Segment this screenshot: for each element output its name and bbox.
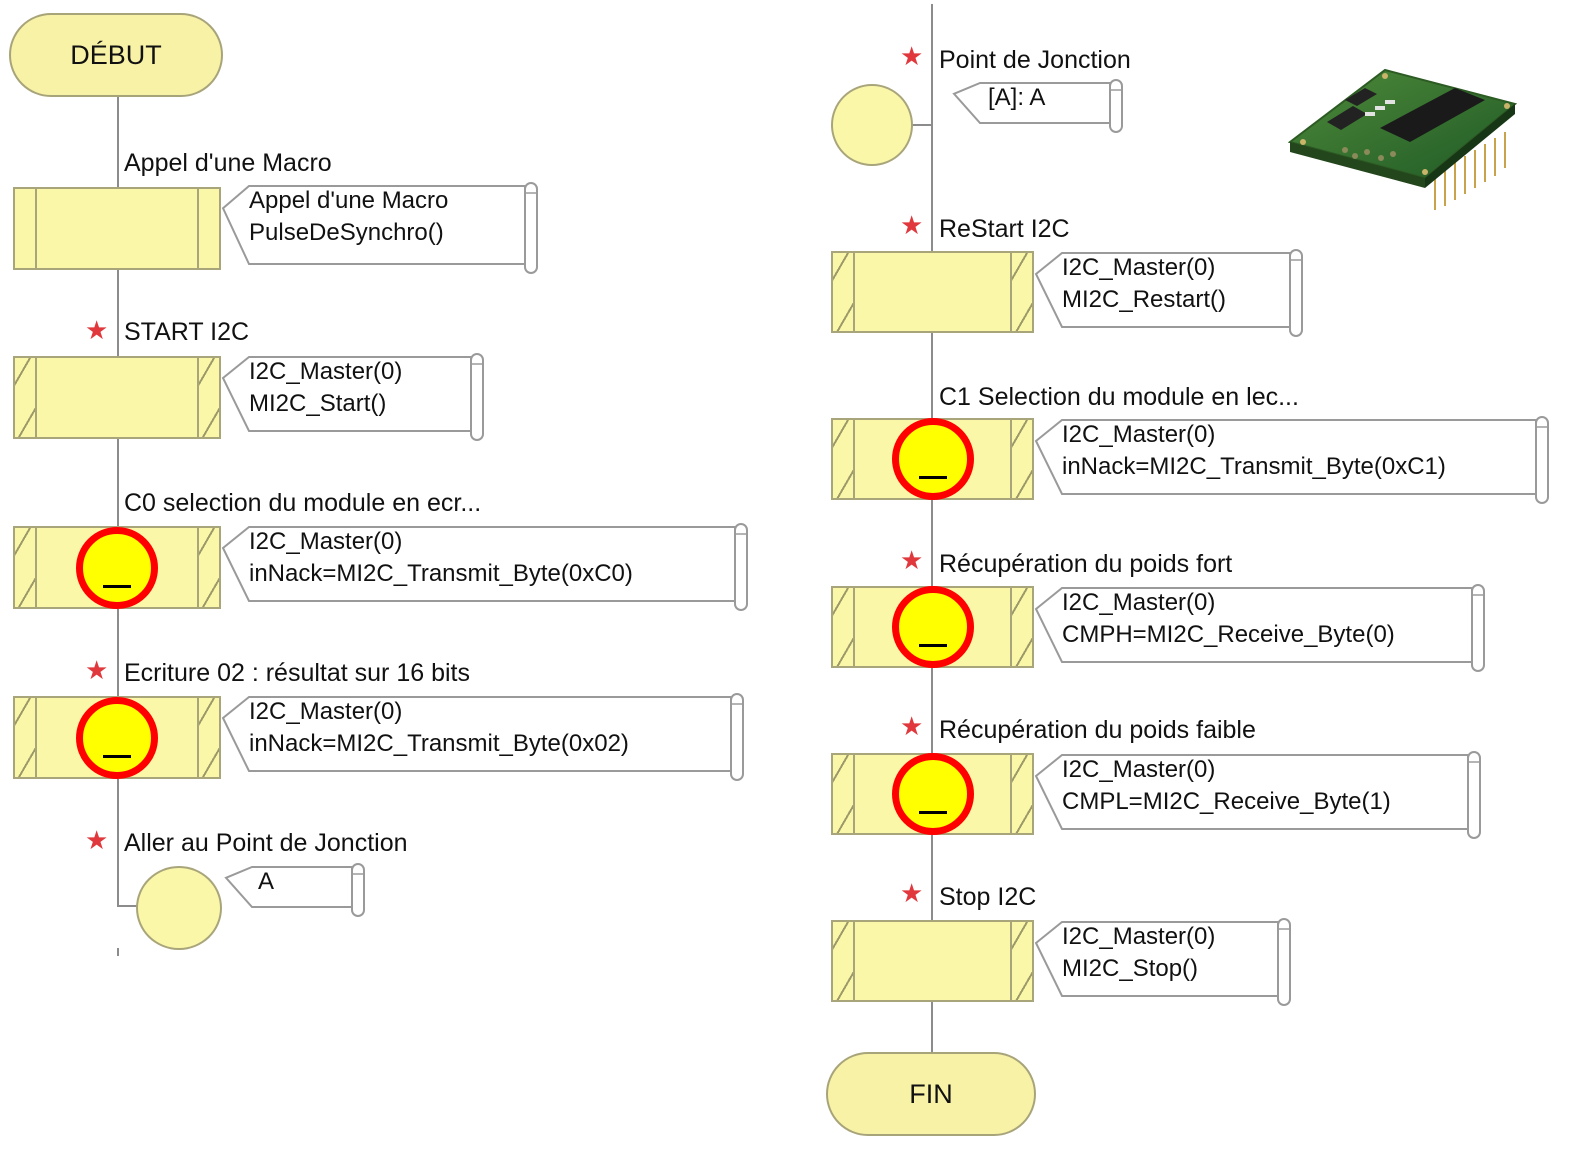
callout: [A]: A	[952, 79, 1123, 133]
end-label: FIN	[909, 1078, 953, 1109]
end-terminal[interactable]: FIN	[826, 1052, 1036, 1136]
junction-title: Point de Jonction	[939, 46, 1131, 74]
component-block[interactable]	[13, 696, 221, 779]
circuit-board-image	[1287, 68, 1518, 210]
breakpoint-icon[interactable]	[891, 418, 974, 500]
star-icon: ★	[900, 878, 924, 908]
callout: I2C_Master(0)inNack=MI2C_Transmit_Byte(0…	[221, 523, 748, 611]
callout-shape	[221, 693, 744, 781]
star-icon: ★	[900, 41, 924, 71]
breakpoint-icon[interactable]	[76, 696, 158, 779]
component-block[interactable]	[13, 526, 221, 609]
step-title: ReStart I2C	[939, 215, 1070, 243]
callout: I2C_Master(0)MI2C_Restart()	[1034, 249, 1303, 337]
component-block[interactable]	[831, 418, 1034, 500]
step-title: Ecriture 02 : résultat sur 16 bits	[124, 659, 470, 687]
callout-shape	[221, 353, 484, 441]
flow-line-left-tail	[117, 948, 119, 956]
callout-shape	[1034, 751, 1481, 839]
callout: A	[224, 863, 365, 917]
flow-line-right	[931, 4, 933, 1054]
goto-title: Aller au Point de Jonction	[124, 829, 408, 857]
callout-shape	[221, 182, 538, 274]
callout-shape	[1034, 918, 1291, 1006]
flow-line-left-goto	[117, 905, 139, 907]
step-title: C1 Selection du module en lec...	[939, 383, 1299, 411]
callout-shape	[1034, 584, 1485, 672]
flow-line-left	[117, 94, 119, 906]
star-icon: ★	[85, 655, 109, 685]
goto-connector[interactable]	[136, 866, 222, 950]
star-icon: ★	[900, 545, 924, 575]
callout: I2C_Master(0)inNack=MI2C_Transmit_Byte(0…	[1034, 416, 1549, 504]
callout-shape	[221, 523, 748, 611]
breakpoint-icon[interactable]	[891, 586, 974, 668]
star-icon: ★	[900, 711, 924, 741]
component-block[interactable]	[831, 586, 1034, 668]
start-terminal[interactable]: DÉBUT	[9, 13, 223, 97]
callout-shape	[224, 863, 365, 917]
component-block[interactable]	[13, 356, 221, 439]
callout-shape	[1034, 416, 1549, 504]
component-block[interactable]	[831, 251, 1034, 333]
step-title: Appel d'une Macro	[124, 149, 332, 177]
flow-line-right-junction	[910, 124, 932, 126]
macro-call-block[interactable]	[13, 187, 221, 270]
star-icon: ★	[85, 315, 109, 345]
callout-shape	[1034, 249, 1303, 337]
callout: I2C_Master(0)MI2C_Start()	[221, 353, 484, 441]
step-title: Récupération du poids faible	[939, 716, 1256, 744]
breakpoint-icon[interactable]	[891, 753, 974, 835]
star-icon: ★	[85, 825, 109, 855]
start-label: DÉBUT	[70, 39, 162, 70]
step-title: Récupération du poids fort	[939, 550, 1233, 578]
callout: I2C_Master(0)inNack=MI2C_Transmit_Byte(0…	[221, 693, 744, 781]
callout: I2C_Master(0)CMPL=MI2C_Receive_Byte(1)	[1034, 751, 1481, 839]
step-title: START I2C	[124, 318, 250, 346]
step-title: C0 selection du module en ecr...	[124, 489, 482, 517]
breakpoint-icon[interactable]	[76, 526, 158, 609]
component-block[interactable]	[831, 920, 1034, 1002]
component-block[interactable]	[831, 753, 1034, 835]
callout: I2C_Master(0)CMPH=MI2C_Receive_Byte(0)	[1034, 584, 1485, 672]
junction-connector[interactable]	[831, 84, 913, 166]
star-icon: ★	[900, 210, 924, 240]
callout: I2C_Master(0)MI2C_Stop()	[1034, 918, 1291, 1006]
callout-shape	[952, 79, 1123, 133]
module-photo	[1285, 60, 1525, 230]
step-title: Stop I2C	[939, 883, 1037, 911]
